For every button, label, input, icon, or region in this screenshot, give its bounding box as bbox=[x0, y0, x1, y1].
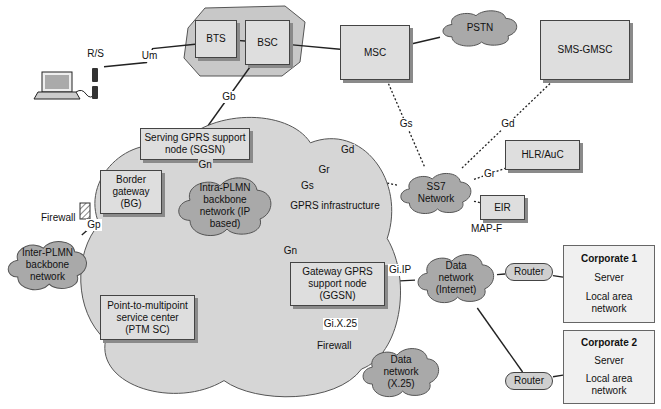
interface-label: Gb bbox=[221, 91, 236, 103]
node-label: BSC bbox=[257, 37, 278, 49]
node-label: Data network (Internet) bbox=[428, 260, 484, 296]
node-label: EIR bbox=[494, 202, 511, 214]
firewall-label: Firewall bbox=[40, 212, 76, 224]
node-label: Inter-PLMN backbone network bbox=[18, 247, 77, 283]
msc-box: MSC bbox=[340, 25, 410, 80]
interface-label: Gn bbox=[283, 245, 298, 257]
network-link bbox=[237, 40, 245, 42]
node-label: SS7 Network bbox=[411, 181, 461, 205]
interface-label: Gn bbox=[198, 159, 213, 171]
signalling-link bbox=[387, 80, 425, 168]
node-label: Data network (X.25) bbox=[373, 354, 429, 390]
ggsn-box: Gateway GPRS support node (GGSN) bbox=[290, 262, 385, 306]
ptm-sc-box: Point-to-multipoint service center (PTM … bbox=[100, 295, 195, 340]
interface-label: Gr bbox=[317, 164, 330, 176]
interface-label: MAP-F bbox=[470, 223, 503, 235]
interface-label: Gs bbox=[399, 118, 414, 130]
node-label: HLR/AuC bbox=[521, 149, 563, 161]
node-sublabel: Local area network bbox=[567, 373, 651, 397]
internet-cloud: Data network (Internet) bbox=[415, 248, 497, 308]
inter-plmn-cloud: Inter-PLMN backbone network bbox=[5, 235, 90, 295]
interface-label: Gd bbox=[340, 144, 355, 156]
node-label: Router bbox=[514, 375, 544, 387]
node-label: SMS-GMSC bbox=[558, 44, 613, 56]
node-label: GPRS infrastructure bbox=[285, 200, 385, 212]
node-label: Router bbox=[514, 266, 544, 278]
node-label: Corporate 2 bbox=[581, 337, 637, 349]
node-label: Border gateway (BG) bbox=[104, 174, 158, 210]
interface-label: Gr bbox=[483, 168, 496, 180]
network-link bbox=[477, 308, 522, 372]
router-box: Router bbox=[505, 372, 553, 390]
interface-label: Gi.X.25 bbox=[323, 318, 358, 330]
intra-plmn-cloud: Intra-PLMN backbone network (IP based) bbox=[175, 170, 275, 242]
bts-box: BTS bbox=[195, 20, 237, 58]
network-link bbox=[410, 37, 440, 44]
eir-box: EIR bbox=[480, 195, 525, 220]
node-sublabel: Server bbox=[594, 272, 623, 284]
pstn-cloud: PSTN bbox=[440, 6, 520, 50]
node-label: BTS bbox=[206, 33, 225, 45]
network-link bbox=[553, 375, 563, 377]
firewall-symbol bbox=[80, 203, 90, 219]
corporate-box: Corporate 1 ServerLocal area network bbox=[563, 245, 655, 323]
hlr-box: HLR/AuC bbox=[505, 140, 580, 170]
node-label: Intra-PLMN backbone network (IP based) bbox=[188, 182, 262, 230]
bss-region bbox=[184, 6, 305, 76]
mobile-station: R/S bbox=[38, 48, 104, 102]
firewall-label: Firewall bbox=[316, 340, 352, 352]
network-link bbox=[497, 273, 505, 275]
node-label: Corporate 1 bbox=[581, 253, 637, 265]
interface-label: Gd bbox=[500, 118, 515, 130]
phone-icon bbox=[92, 68, 98, 99]
sms-gmsc-box: SMS-GMSC bbox=[540, 20, 630, 80]
network-link bbox=[553, 276, 563, 278]
ss7-cloud: SS7 Network bbox=[398, 168, 474, 218]
signalling-link bbox=[474, 168, 505, 179]
interface-label: Um bbox=[141, 50, 159, 62]
x25-cloud: Data network (X.25) bbox=[360, 342, 442, 402]
sgsn-box: Serving GPRS support node (SGSN) bbox=[140, 128, 250, 160]
node-sublabel: Server bbox=[594, 355, 623, 367]
network-link bbox=[290, 45, 340, 50]
interface-label: Gi.IP bbox=[388, 264, 412, 276]
node-label: Gateway GPRS support node (GGSN) bbox=[294, 266, 381, 302]
laptop-icon bbox=[34, 72, 96, 99]
node-label: Point-to-multipoint service center (PTM … bbox=[104, 300, 191, 336]
router-box: Router bbox=[505, 263, 553, 281]
node-label: PSTN bbox=[467, 22, 494, 34]
node-label: R/S bbox=[87, 48, 104, 60]
interface-label: Gs bbox=[300, 180, 315, 192]
interface-label: Gp bbox=[86, 219, 101, 231]
node-sublabel: Local area network bbox=[567, 291, 651, 315]
node-label: Serving GPRS support node (SGSN) bbox=[144, 132, 246, 156]
corporate-box: Corporate 2 ServerLocal area network bbox=[563, 330, 655, 404]
radio-link bbox=[104, 44, 195, 67]
node-label: MSC bbox=[364, 47, 386, 59]
bg-box: Border gateway (BG) bbox=[100, 170, 162, 214]
bsc-box: BSC bbox=[245, 20, 290, 65]
